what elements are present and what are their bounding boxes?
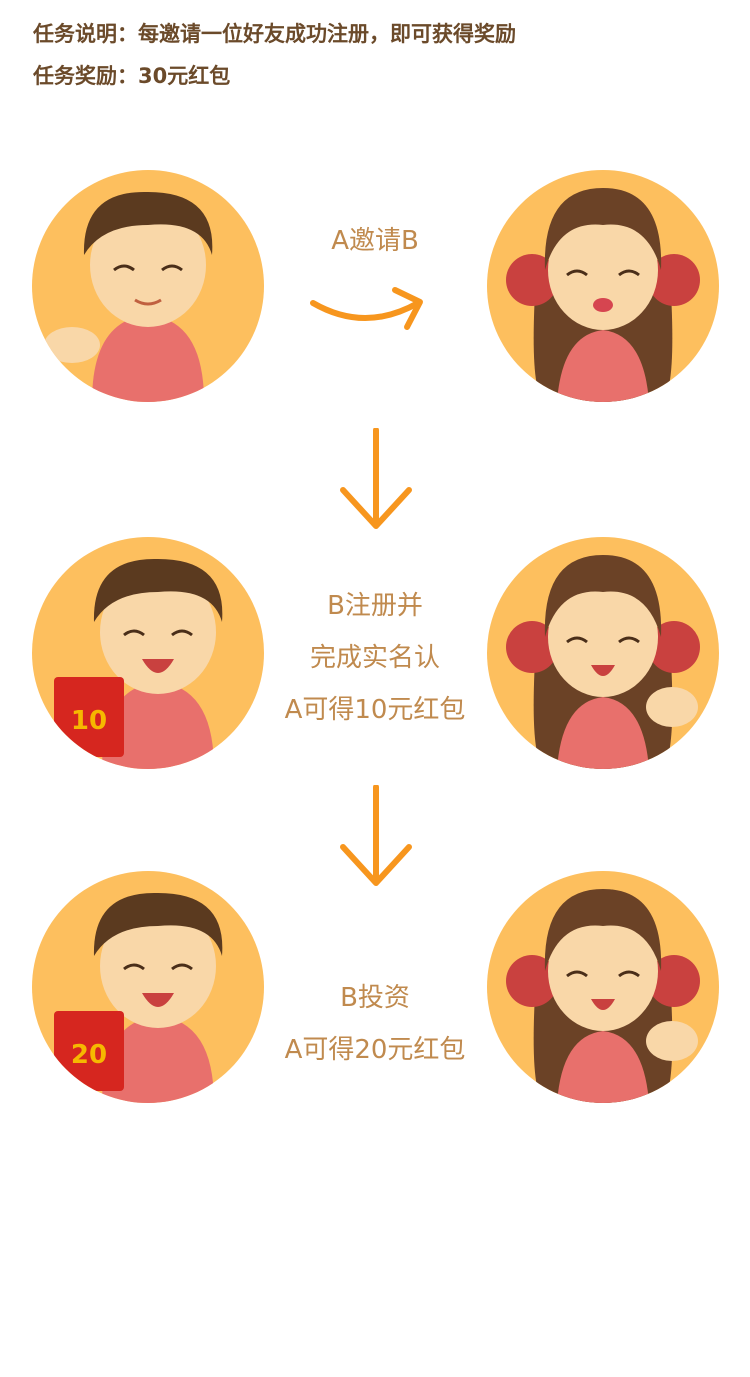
- down-arrow-icon: [338, 427, 414, 536]
- girl-avatar-happy: [487, 871, 719, 1103]
- boy-avatar-with-envelope-10: 10: [32, 537, 264, 769]
- down-arrow-icon: [338, 784, 414, 893]
- step-register-line3: A可得10元红包: [284, 695, 466, 725]
- boy-avatar-smiling: [32, 170, 264, 402]
- task-reward: 任务奖励：30元红包: [33, 64, 231, 88]
- step-invest-line1: B投资: [340, 983, 410, 1013]
- step-invite: A邀请B: [225, 215, 525, 267]
- task-description: 任务说明：每邀请一位好友成功注册，即可获得奖励: [33, 22, 516, 46]
- step-invest-line2: A可得20元红包: [284, 1035, 466, 1065]
- girl-avatar-happy: [487, 537, 719, 769]
- step-register-line1: B注册并: [327, 591, 423, 621]
- girl-avatar-smiling: [487, 170, 719, 402]
- step-invest: B投资 A可得20元红包: [225, 972, 525, 1076]
- envelope-20-value: 20: [71, 1040, 107, 1070]
- boy-avatar-with-envelope-20: 20: [32, 871, 264, 1103]
- step-register: B注册并 完成实名认 A可得10元红包: [225, 580, 525, 736]
- envelope-10-value: 10: [71, 706, 107, 736]
- curved-arrow-icon: [310, 285, 430, 339]
- step-invite-label: A邀请B: [331, 226, 419, 256]
- step-register-line2: 完成实名认: [309, 643, 440, 673]
